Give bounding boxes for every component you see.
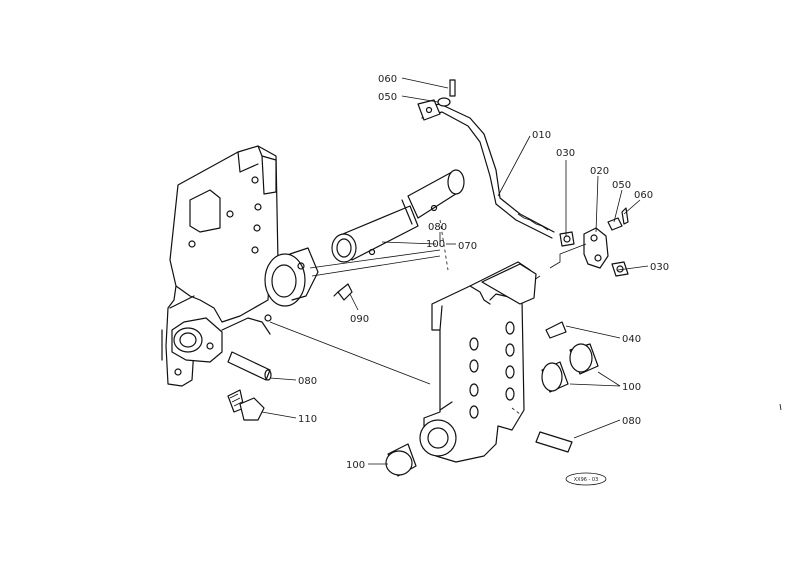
callout-060-top: 060: [378, 74, 397, 85]
hex-bolt: [227, 389, 265, 421]
grease-nipple: [333, 283, 353, 301]
clevis: [583, 207, 629, 277]
callout-labels: 060 050 010 030 020 050 060 080 100 070 …: [298, 74, 669, 471]
pins: [227, 351, 573, 453]
callout-100-bottom: 100: [346, 460, 365, 471]
callout-050-top: 050: [378, 92, 397, 103]
callout-010: 010: [532, 130, 551, 141]
top-pin-and-washer: [437, 79, 456, 107]
shaft-tube: [331, 169, 465, 263]
callout-080-left: 080: [298, 376, 317, 387]
callout-060-right: 060: [634, 190, 653, 201]
callout-100-right: 100: [622, 382, 641, 393]
main-lift-arm: [419, 261, 537, 463]
callout-080-mid: 080: [428, 222, 447, 233]
callout-100-mid: 100: [426, 239, 445, 250]
lever-rod: [417, 99, 555, 239]
callout-040: 040: [622, 334, 641, 345]
callout-080-right: 080: [622, 416, 641, 427]
callout-020: 020: [590, 166, 609, 177]
leader-lines: [261, 77, 649, 465]
mounting-bracket-plate: [161, 145, 319, 387]
callout-090: 090: [350, 314, 369, 325]
callout-030-top: 030: [556, 148, 575, 159]
callout-050-right: 050: [612, 180, 631, 191]
stamp-code: XX96 - 03: [574, 477, 599, 483]
top-nut: [559, 231, 575, 247]
callout-070: 070: [458, 241, 477, 252]
drawing-stamp: XX96 - 03: [565, 472, 607, 486]
callout-110: 110: [298, 414, 317, 425]
bolt: [545, 321, 567, 339]
callout-030-right: 030: [650, 262, 669, 273]
bushings: [385, 343, 599, 477]
